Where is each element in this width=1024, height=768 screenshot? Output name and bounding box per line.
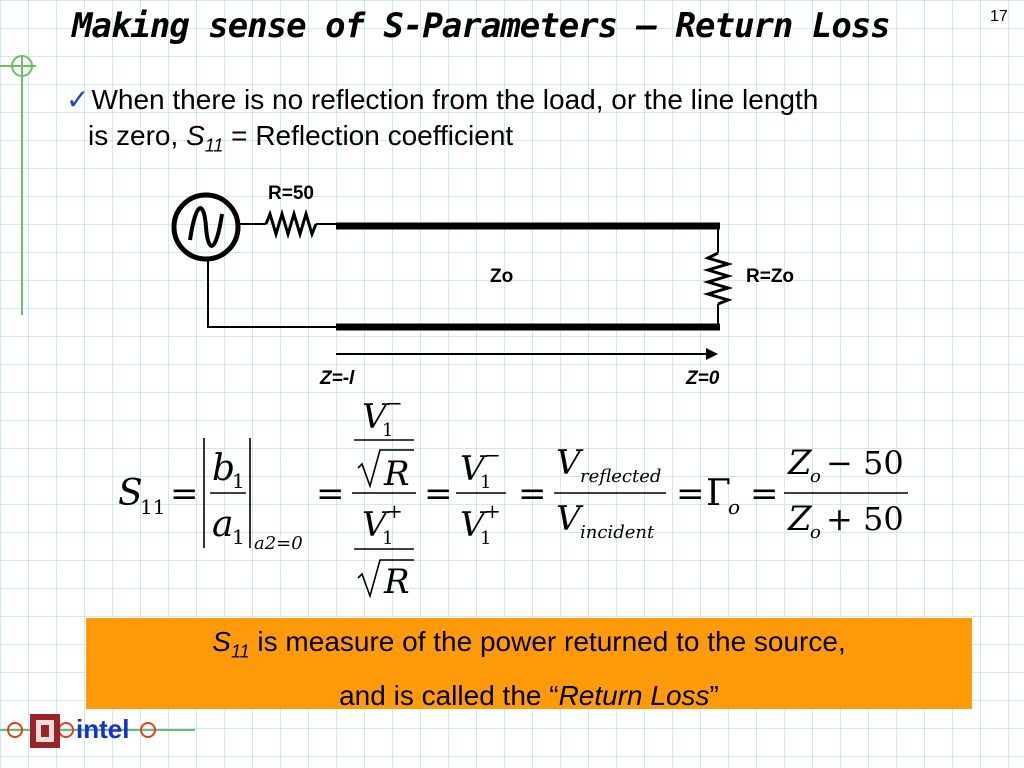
- s11-formula: S 11 = b 1 a 1 a2=0 = V − 1 R V + 1 R = …: [118, 391, 908, 602]
- return-loss-term: Return Loss: [558, 679, 710, 711]
- circuit-diagram: R=50 Zo R=Zo Z=-l Z=0: [171, 183, 794, 389]
- equals-6: =: [750, 474, 779, 514]
- svg-text:11: 11: [140, 495, 165, 519]
- normalized-voltage-term: V − 1 R V + 1 R: [352, 391, 416, 602]
- svg-text:V: V: [460, 449, 488, 489]
- svg-text:Γ: Γ: [706, 473, 731, 514]
- svg-text:o: o: [810, 466, 821, 487]
- svg-text:+: +: [386, 499, 403, 523]
- return-loss-callout: S11 is measure of the power returned to …: [86, 618, 972, 711]
- svg-text:o: o: [728, 495, 740, 519]
- equals-5: =: [676, 474, 705, 514]
- callout-line-2-suffix: ”: [709, 679, 719, 711]
- svg-text:1: 1: [382, 420, 393, 441]
- svg-text:−: −: [386, 391, 403, 415]
- voltage-ratio-term: V − 1 V + 1: [456, 443, 506, 549]
- position-end-label: Z=0: [685, 368, 720, 389]
- svg-text:Z: Z: [787, 443, 813, 483]
- svg-text:R: R: [383, 454, 410, 494]
- source-resistor: [264, 208, 318, 240]
- eval-condition: a2=0: [254, 533, 303, 554]
- equals-3: =: [424, 474, 453, 514]
- svg-text:incident: incident: [580, 522, 655, 543]
- svg-text:V: V: [362, 505, 390, 545]
- impedance-ratio-term: Z o − 50 Z o + 50: [784, 443, 908, 543]
- gamma-o: Γ o: [706, 473, 740, 519]
- callout-s11-symbol: S: [212, 626, 231, 657]
- svg-text:− 50: − 50: [826, 444, 904, 482]
- slide-title: Making sense of S-Parameters – Return Lo…: [72, 6, 891, 46]
- bullet-line-1: When there is no reflection from the loa…: [91, 84, 819, 115]
- svg-text:V: V: [362, 397, 390, 437]
- b1-over-a1-term: b 1 a 1 a2=0: [203, 438, 303, 554]
- reflected-over-incident-term: V reflected V incident: [554, 443, 666, 543]
- svg-text:1: 1: [382, 528, 393, 549]
- return-wire: [207, 259, 336, 328]
- svg-text:+: +: [484, 499, 501, 523]
- page-number: 17: [990, 8, 1008, 25]
- callout-line-2-prefix: and is called the “: [339, 679, 559, 711]
- equals-4: =: [518, 474, 547, 514]
- svg-text:a: a: [212, 504, 233, 545]
- position-start-label: Z=-l: [319, 368, 355, 389]
- intel-logo: intel: [76, 714, 129, 744]
- margin-ornament: [0, 55, 36, 315]
- svg-text:b: b: [212, 448, 235, 489]
- callout-s11-subscript: 11: [230, 641, 250, 662]
- svg-text:1: 1: [232, 469, 245, 493]
- svg-text:V: V: [556, 499, 584, 539]
- ac-source-icon: [171, 192, 241, 262]
- svg-text:−: −: [484, 443, 501, 467]
- s11-symbol: S: [186, 120, 205, 151]
- svg-text:V: V: [556, 443, 584, 483]
- svg-text:S: S: [118, 473, 143, 514]
- svg-text:V: V: [460, 505, 488, 545]
- callout-line-1: is measure of the power returned to the …: [249, 626, 846, 657]
- load-resistor-label: R=Zo: [746, 266, 794, 287]
- svg-text:1: 1: [480, 472, 491, 493]
- load-resistor: [702, 251, 734, 306]
- source-resistor-label: R=50: [268, 183, 314, 204]
- bullet-line-2-prefix: is zero,: [88, 120, 187, 151]
- s11-subscript: 11: [204, 135, 224, 156]
- svg-text:Z: Z: [787, 499, 813, 539]
- university-seal-icon: [30, 714, 60, 748]
- svg-text:+ 50: + 50: [826, 500, 904, 538]
- svg-text:reflected: reflected: [580, 466, 661, 487]
- bullet-line-2-suffix: = Reflection coefficient: [223, 120, 514, 151]
- svg-text:1: 1: [232, 525, 245, 549]
- position-axis-arrowhead: [706, 348, 718, 360]
- s11-lhs: S 11: [118, 473, 165, 519]
- svg-text:R: R: [383, 562, 410, 602]
- check-icon: ✓: [66, 84, 90, 115]
- footer-logos: intel: [0, 714, 195, 748]
- bullet-point: ✓When there is no reflection from the lo…: [66, 82, 996, 164]
- svg-text:o: o: [810, 522, 821, 543]
- equals-2: =: [316, 474, 345, 514]
- equals-1: =: [170, 474, 199, 514]
- line-impedance-label: Zo: [490, 266, 513, 287]
- svg-text:1: 1: [480, 528, 491, 549]
